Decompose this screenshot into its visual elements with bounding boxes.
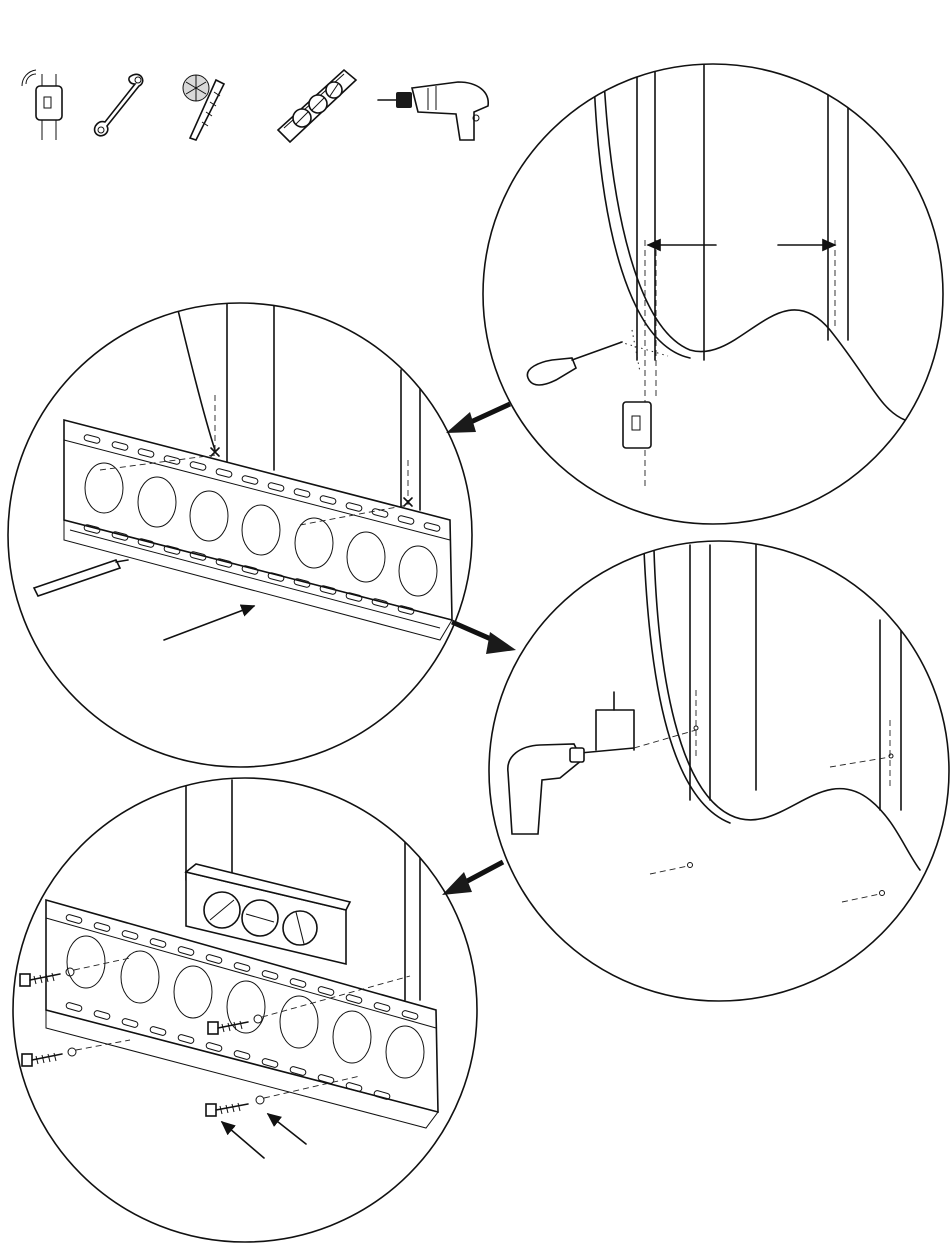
- step-arrow-3: [442, 862, 503, 895]
- lag-bolt: [22, 1040, 130, 1066]
- step-arrow-2: [452, 622, 516, 654]
- step-drill-pilot-holes: [489, 541, 949, 1001]
- level-icon: [278, 70, 356, 142]
- wrench-icon: [95, 74, 143, 135]
- detail-circle-1: [483, 64, 943, 524]
- power-drill-icon: [378, 82, 488, 140]
- step-locate-studs: [483, 60, 943, 524]
- step-mark-holes: [8, 300, 472, 767]
- tools-row: [22, 70, 488, 142]
- stud-finder-icon: [22, 70, 62, 140]
- drill-bit-icon: [183, 75, 224, 140]
- step-fasten-plate: [13, 778, 477, 1242]
- step-arrow-1: [446, 404, 510, 433]
